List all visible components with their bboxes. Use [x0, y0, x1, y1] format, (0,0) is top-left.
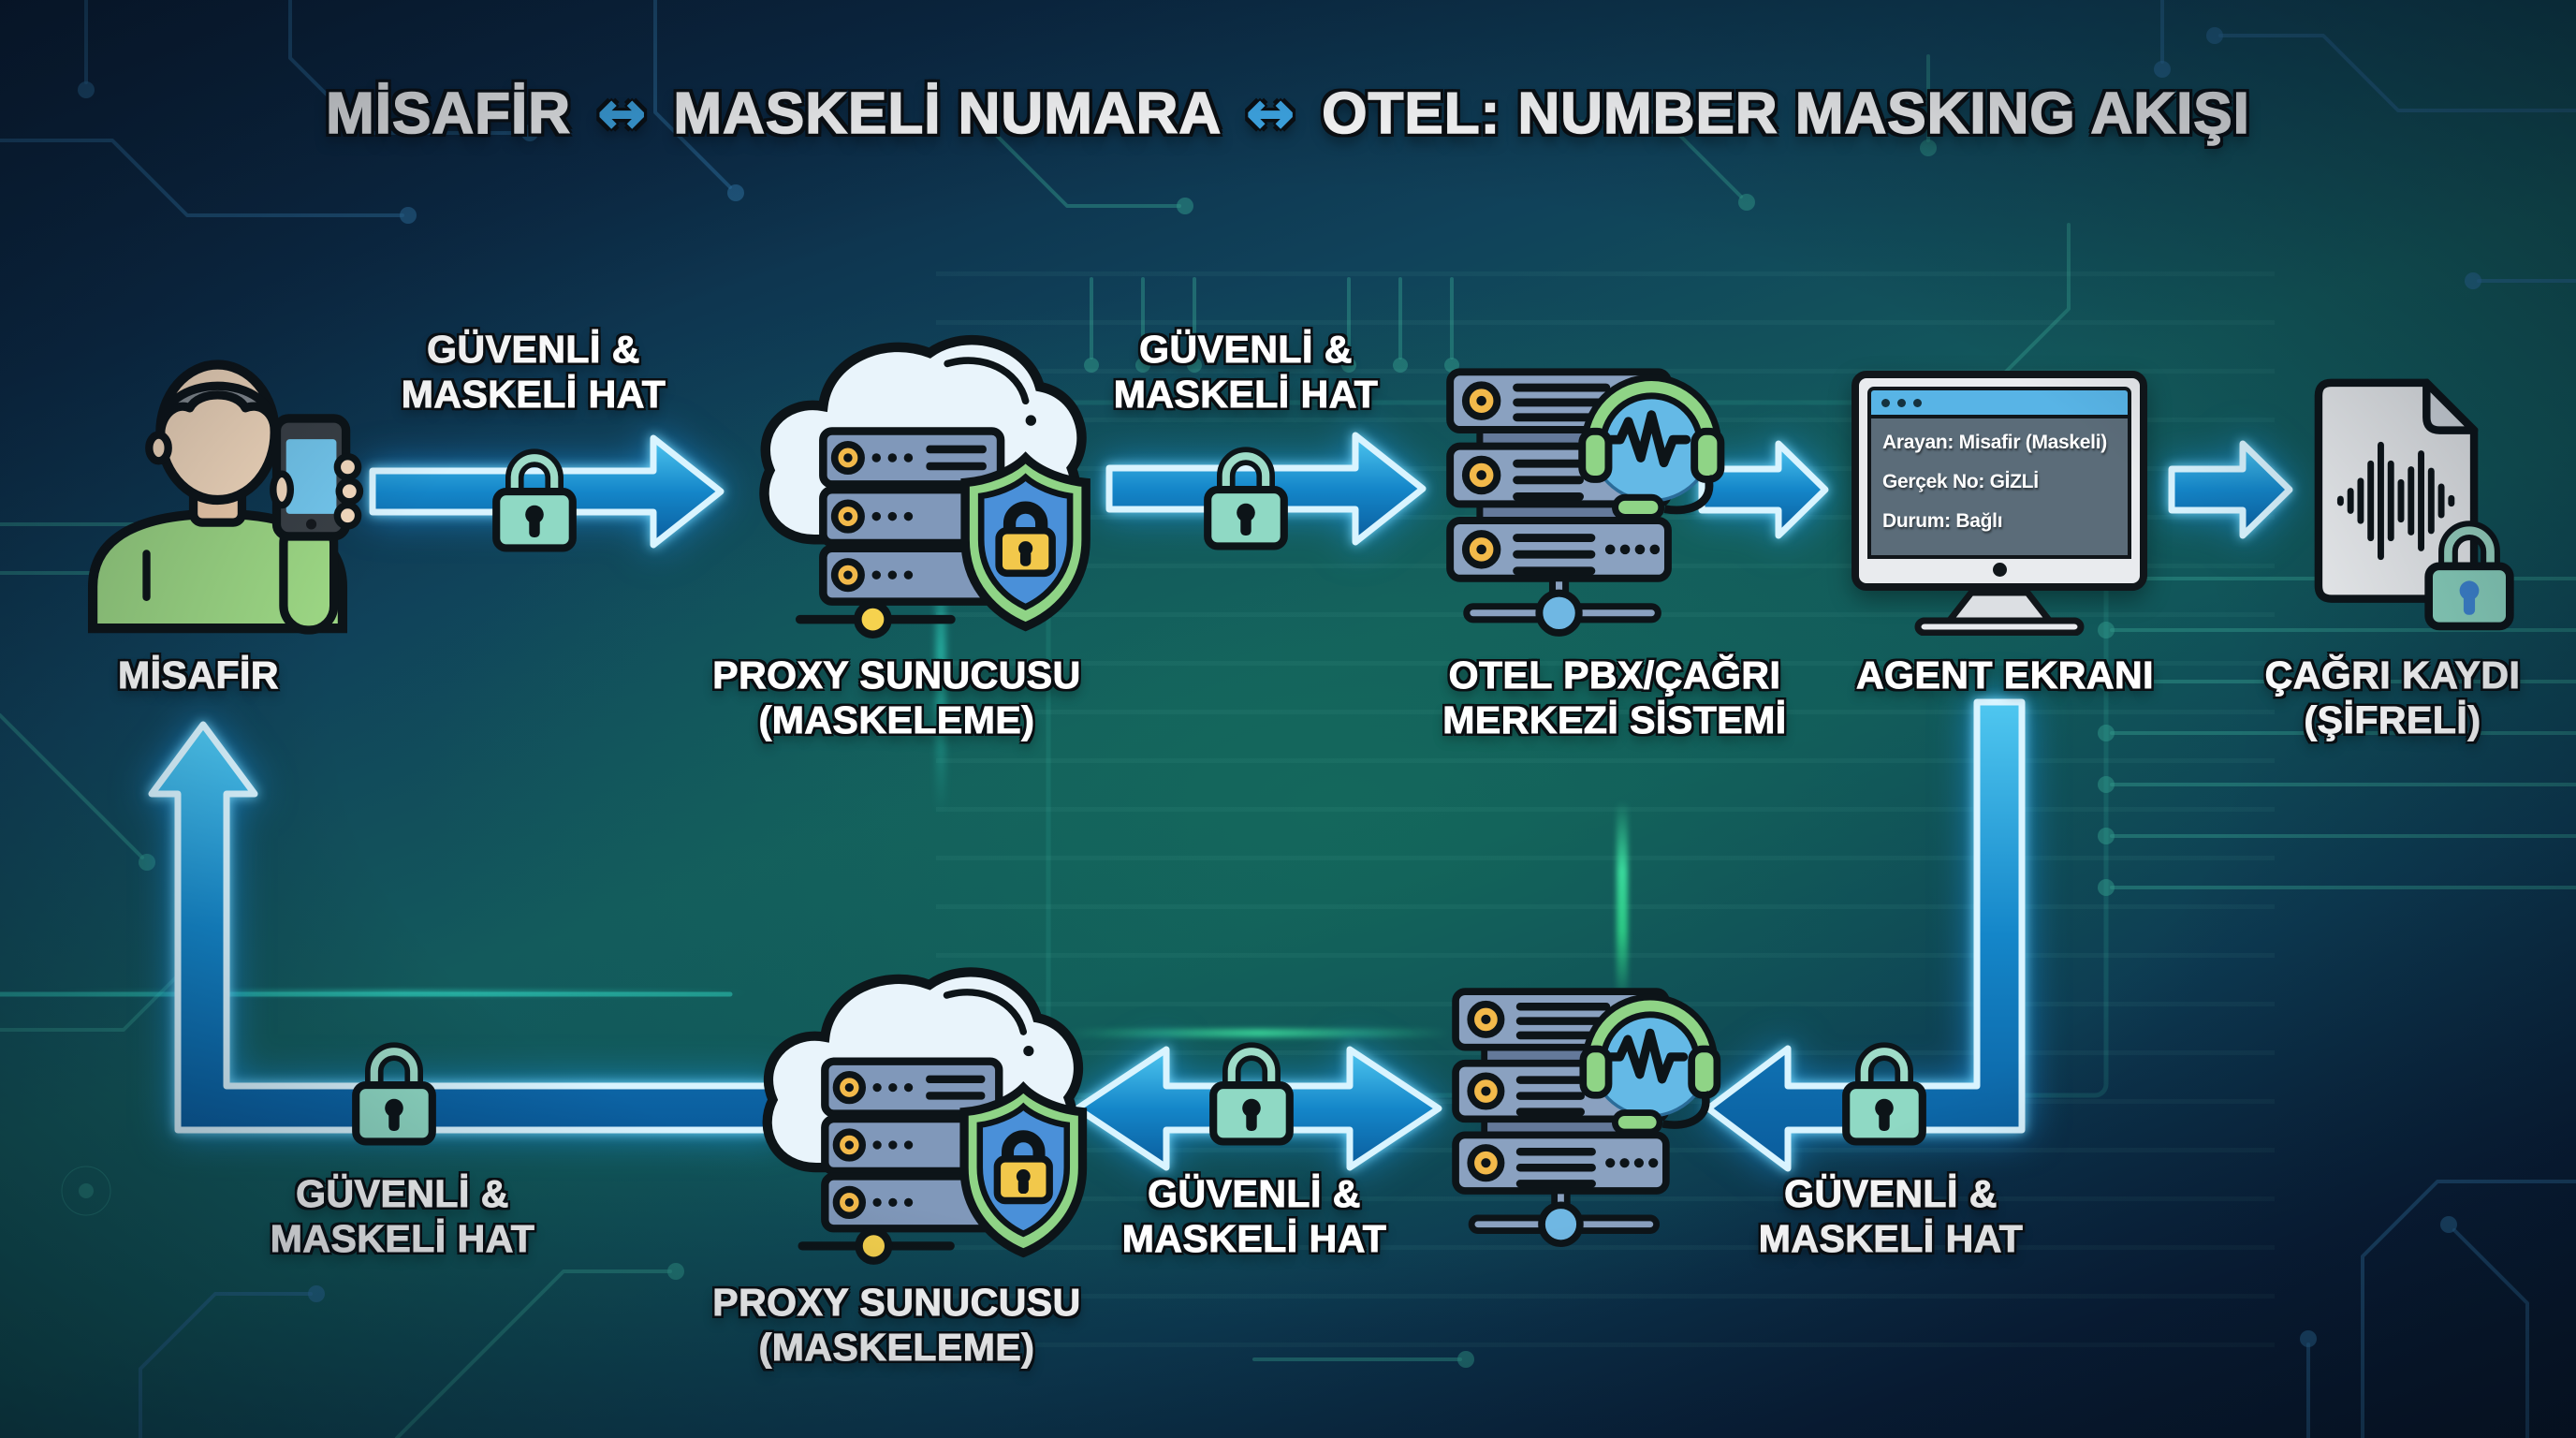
vignette-overlay: [0, 0, 2576, 1438]
number-masking-infographic: Arayan: Misafir (Maskeli) Gerçek No: GİZ…: [0, 0, 2576, 1438]
